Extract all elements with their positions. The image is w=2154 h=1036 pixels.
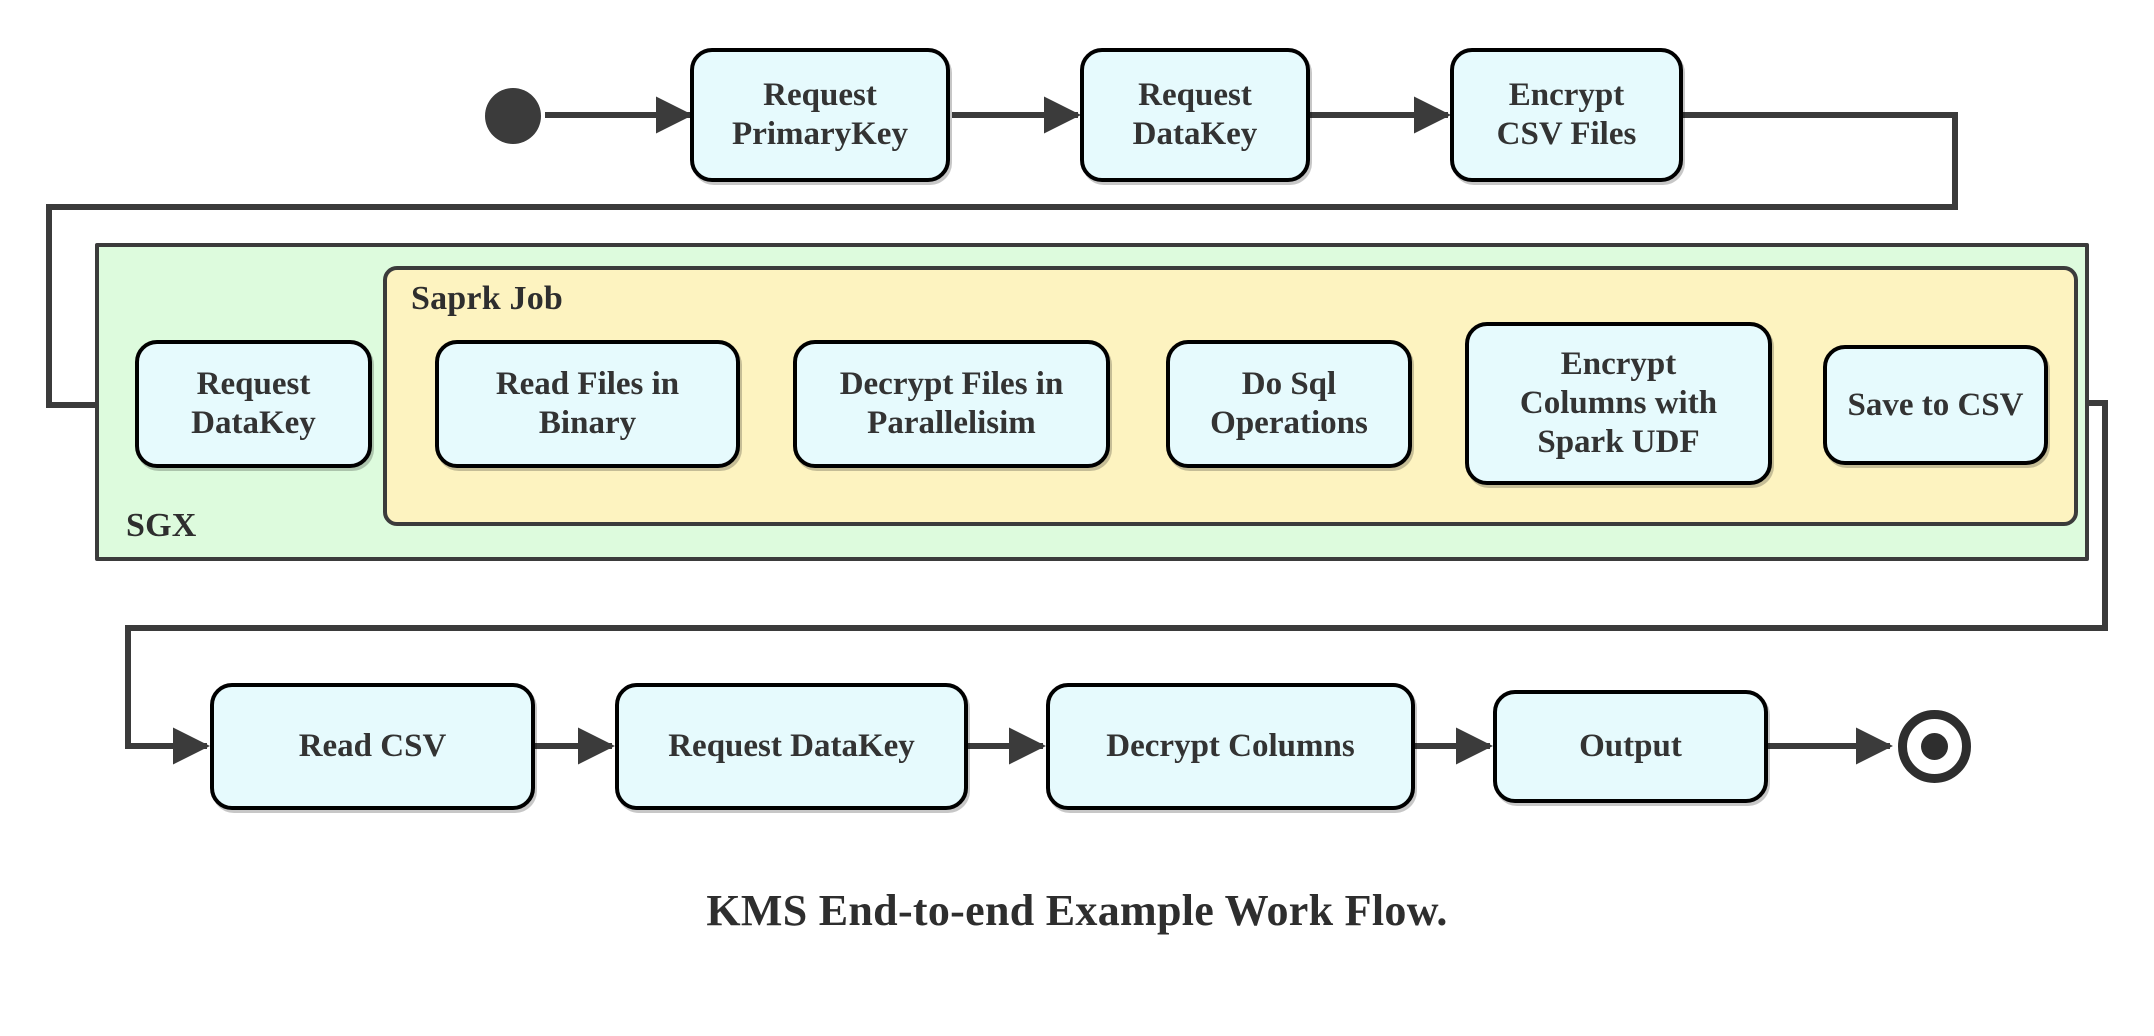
node-line: Read Files in (495, 366, 680, 403)
group-sgx-label: SGX (126, 507, 197, 544)
end-node-dot (1920, 732, 1949, 761)
node-line: DataKey (191, 405, 316, 441)
node-request-datakey-bottom[interactable]: Request DataKey (615, 683, 968, 810)
node-line: Request DataKey (668, 728, 915, 765)
node-read-csv[interactable]: Read CSV (210, 683, 535, 810)
node-line: DataKey (1132, 116, 1258, 152)
node-encrypt-csv-files[interactable]: Encrypt CSV Files (1450, 48, 1683, 182)
node-line: Spark UDF (1537, 423, 1700, 460)
node-line: Read CSV (298, 728, 447, 765)
node-line: Decrypt Files in (839, 366, 1064, 403)
node-request-primarykey[interactable]: Request PrimaryKey (690, 48, 950, 182)
node-encrypt-columns-with-spark-udf[interactable]: Encrypt Columns with Spark UDF (1465, 322, 1772, 485)
node-line: Encrypt (1508, 77, 1625, 114)
node-line: Request (1138, 77, 1252, 114)
node-line: PrimaryKey (732, 116, 908, 152)
node-line: Request (196, 366, 311, 403)
node-line: Do Sql (1241, 366, 1337, 403)
node-do-sql-operations[interactable]: Do Sql Operations (1166, 340, 1412, 468)
diagram-caption: KMS End-to-end Example Work Flow. (706, 886, 1448, 935)
node-output[interactable]: Output (1493, 690, 1768, 803)
node-line: Output (1579, 728, 1682, 765)
node-line: Columns with (1519, 385, 1718, 422)
node-request-datakey-sgx[interactable]: Request DataKey (135, 340, 372, 468)
node-decrypt-files-in-parallelisim[interactable]: Decrypt Files in Parallelisim (793, 340, 1110, 468)
node-request-datakey-top[interactable]: Request DataKey (1080, 48, 1310, 182)
node-line: CSV Files (1496, 116, 1637, 152)
node-line: Request (763, 77, 877, 114)
node-save-to-csv[interactable]: Save to CSV (1823, 345, 2048, 465)
node-line: Decrypt Columns (1106, 728, 1355, 765)
end-node (1898, 710, 1971, 783)
node-line: Binary (538, 405, 637, 441)
node-line: Parallelisim (867, 405, 1036, 441)
node-line: Encrypt (1560, 346, 1677, 383)
node-decrypt-columns[interactable]: Decrypt Columns (1046, 683, 1415, 810)
group-spark-job-label: Saprk Job (411, 280, 564, 317)
node-line: Operations (1210, 405, 1368, 441)
node-read-files-in-binary[interactable]: Read Files in Binary (435, 340, 740, 468)
node-line: Save to CSV (1847, 386, 2024, 423)
start-node (485, 88, 541, 144)
